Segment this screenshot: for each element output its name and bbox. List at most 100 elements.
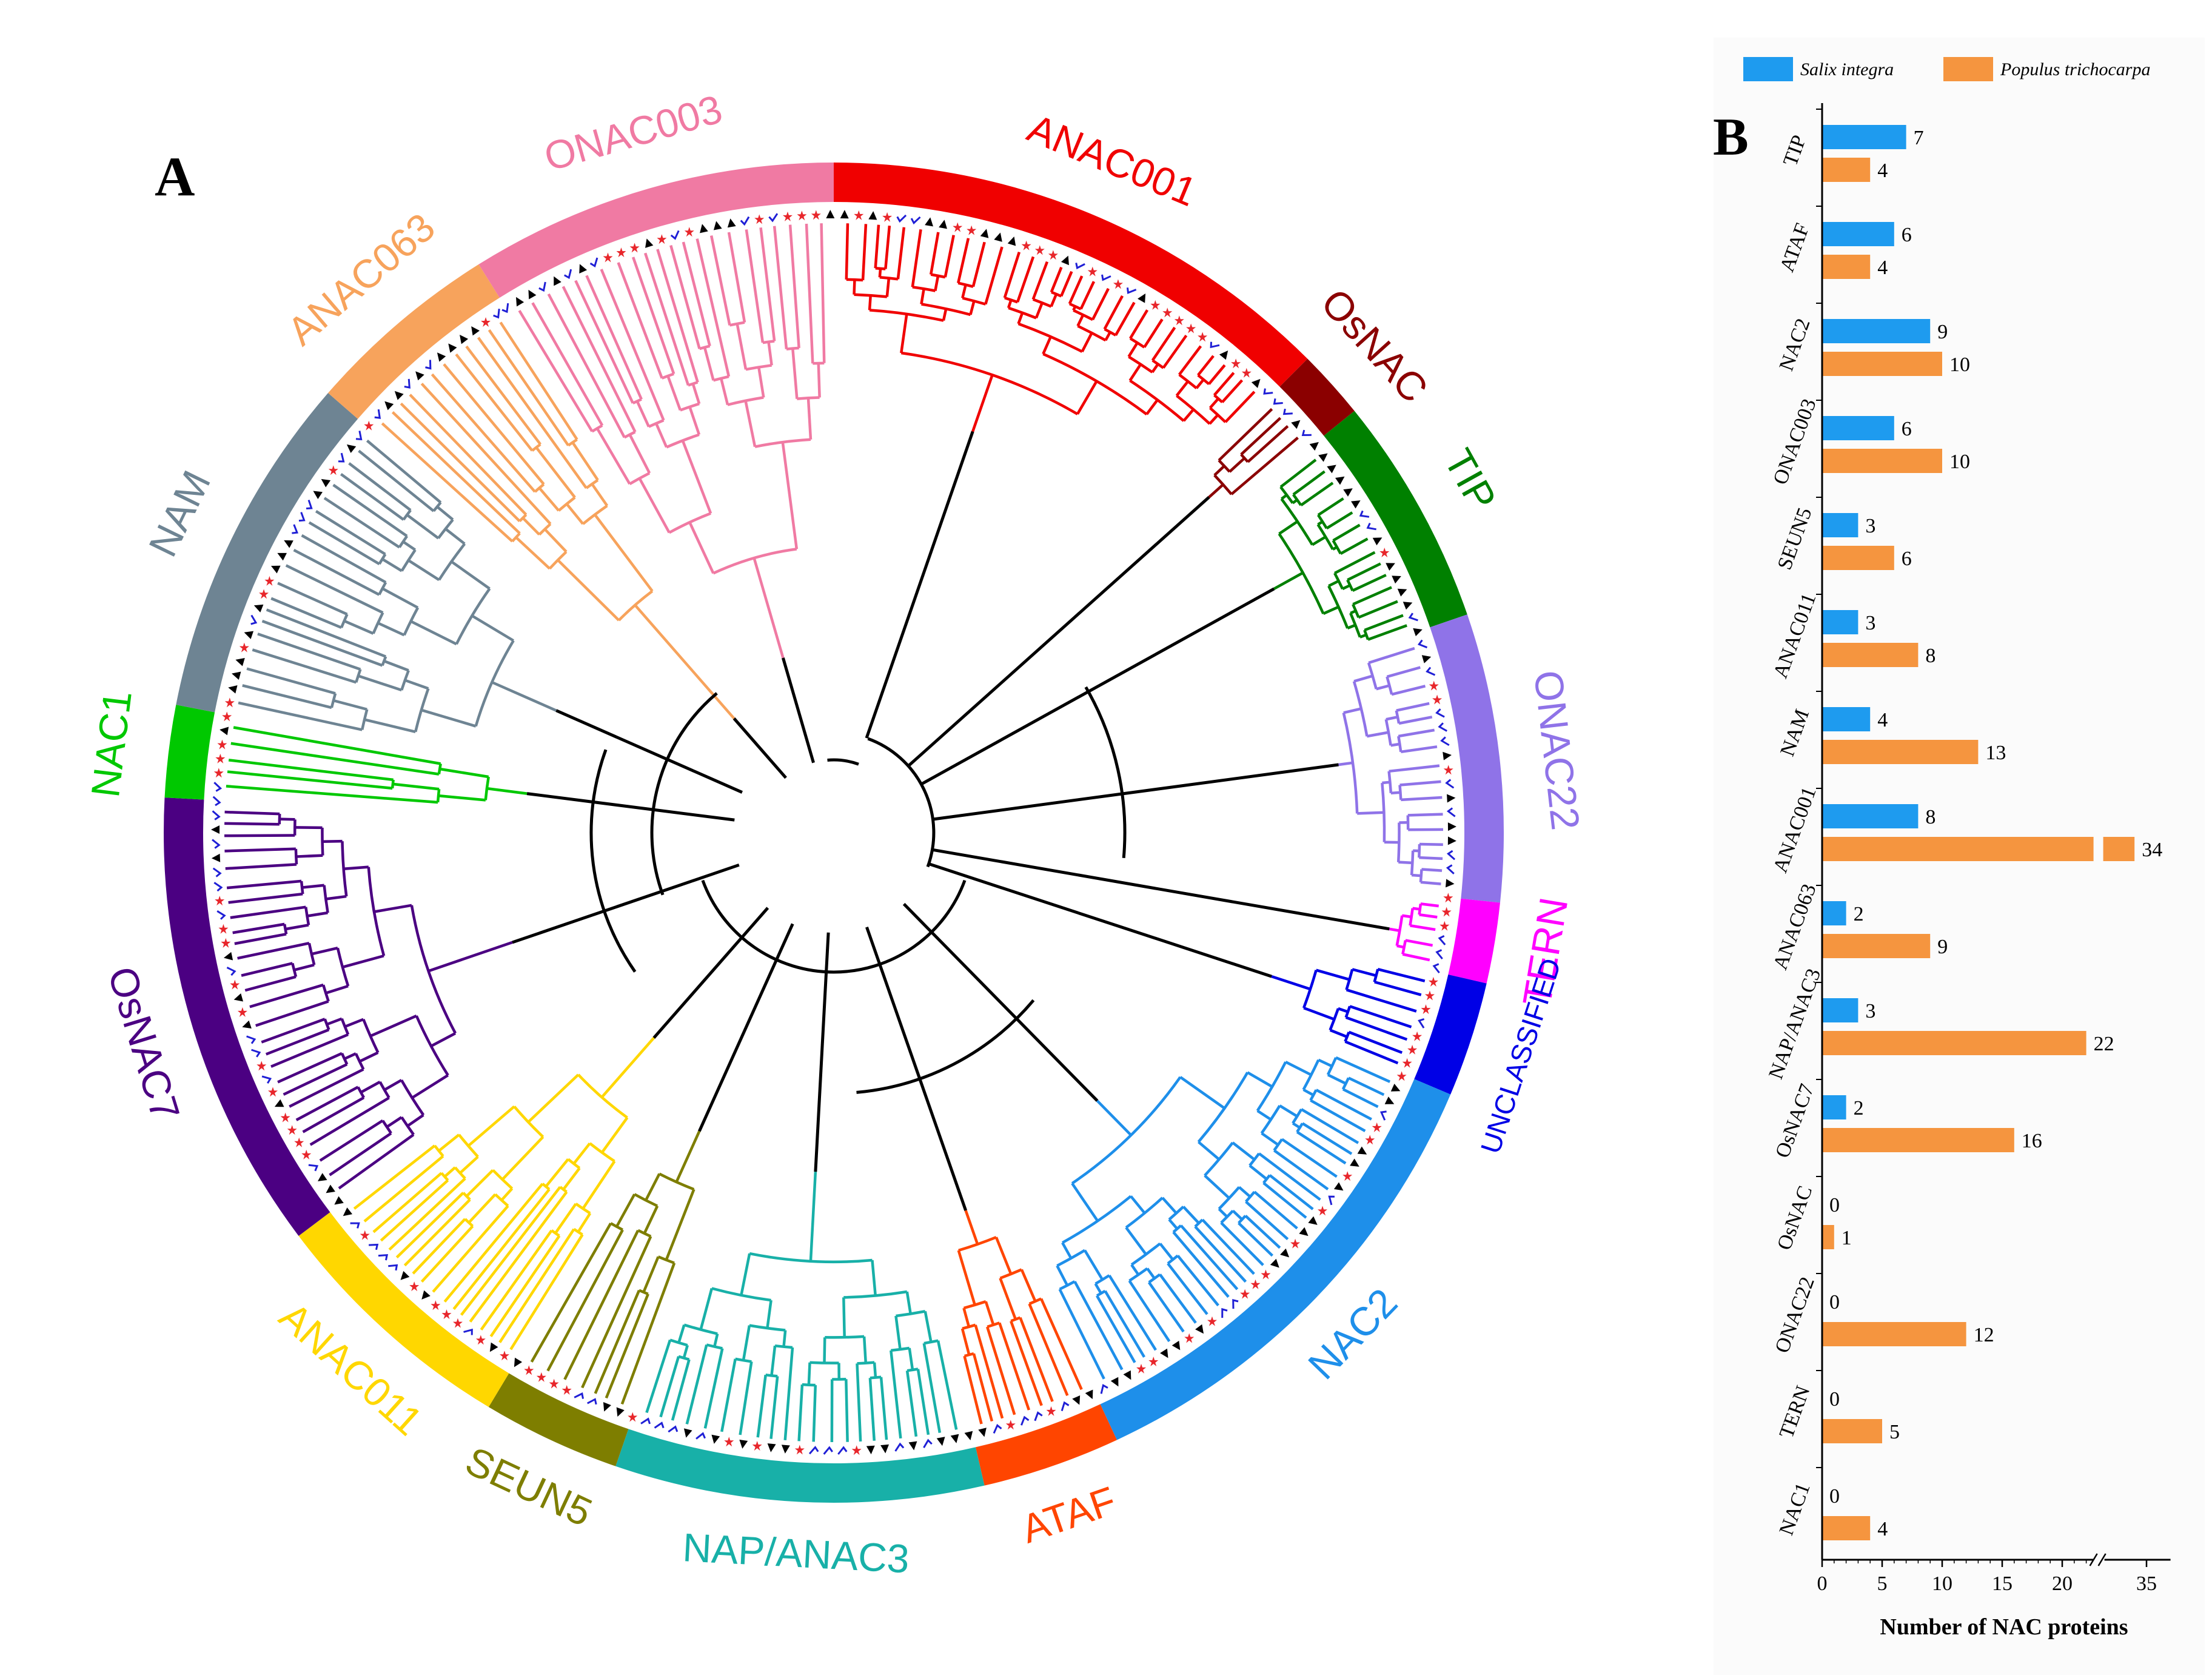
populus-marker [640,1417,651,1425]
backbone-stem [814,932,830,1172]
branch-terminal [1194,1226,1247,1283]
arabidopsis-marker [1171,1340,1181,1351]
populus-marker [1408,612,1418,622]
populus-marker [538,281,546,292]
branch-stem [1318,1058,1333,1068]
salix-marker [1162,307,1173,318]
branch-stem [285,924,309,931]
branch-stem [402,540,417,551]
branch-terminal [403,1198,471,1267]
clade-ring-segment [1430,614,1504,903]
populus-marker [1301,429,1312,437]
branch-terminal [261,1018,326,1044]
branch-stem [325,894,347,901]
branch-stem [1347,623,1356,629]
salix-marker [222,711,232,722]
salix-marker [1429,680,1439,691]
bar [1822,804,1919,828]
arabidopsis-marker [1138,293,1146,303]
branch-arc [668,512,711,534]
branch-terminal [1253,1190,1298,1230]
branch-stem [628,434,651,474]
branch-terminal [1352,574,1387,592]
bar [1822,837,2135,861]
branch-stem [817,363,821,398]
arabidopsis-marker [1318,453,1328,462]
branch-terminal [1344,1040,1399,1065]
branch-stem [1232,1141,1256,1161]
branch-arc [291,962,298,978]
arabidopsis-marker [1291,420,1301,429]
backbone-stem [555,709,743,794]
branch-terminal [1240,417,1282,456]
bar-value-label: 8 [1925,806,1936,828]
branch-terminal [1407,813,1443,817]
branch-stem [1151,363,1159,374]
branch-arc [774,1344,793,1349]
x-axis-title: Number of NAC proteins [1880,1614,2128,1640]
branch-stem [1104,331,1111,341]
salix-marker [215,896,225,906]
branch-terminal [1281,1138,1338,1178]
bar-value-label: 3 [1865,612,1875,634]
branch-arc [896,1310,926,1318]
branch-arc [1104,327,1117,337]
clade-ring [164,163,1504,1503]
branch-stem [343,619,374,635]
branch-terminal [1167,1263,1208,1315]
salix-marker [603,252,613,263]
branch-terminal [1399,780,1441,787]
branch-arc [1363,629,1370,640]
arabidopsis-marker [223,951,233,961]
populus-marker [216,910,226,920]
branch-stem [326,1017,343,1026]
branch-terminal [1391,685,1426,696]
salix-marker [1231,358,1241,369]
branch-arc [354,1053,365,1070]
salix-marker [431,1300,441,1311]
arabidopsis-marker [1384,1096,1395,1104]
arabidopsis-marker [528,289,537,300]
populus-marker [574,1392,585,1399]
branch-terminal [244,975,297,992]
branch-terminal [309,1096,390,1146]
arabidopsis-marker [1072,1395,1081,1405]
branch-stem [1386,716,1398,721]
branch-arc [400,670,410,691]
branch-stem [691,383,701,404]
branch-terminal [1028,1303,1069,1397]
arabidopsis-marker [235,658,245,666]
branch-terminal [1220,1221,1264,1266]
salix-marker [287,1125,297,1135]
backbone-stem [865,431,974,739]
clade-ring-segment [488,1373,629,1466]
branch-stem [1020,1269,1037,1302]
branch-stem [1238,1186,1252,1198]
branch-terminal [739,1361,753,1435]
branch-stem [720,378,729,406]
branch-stem [491,680,557,712]
branch-terminal [1040,1298,1083,1391]
arabidopsis-marker [1343,488,1353,497]
branch-arc [402,509,412,521]
arabidopsis-marker [232,671,241,680]
salix-marker [1439,921,1450,931]
branch-terminal [530,1223,612,1363]
branch-stem [301,884,324,889]
branch-terminal [868,1378,876,1441]
arabidopsis-marker [781,1445,790,1454]
branch-terminal [1335,1056,1391,1083]
bar-value-label: 10 [1949,451,1970,473]
arabidopsis-marker [1392,576,1401,584]
branch-stem [744,400,757,448]
branch-stem [642,1256,660,1293]
branch-arc [1213,394,1224,403]
branch-terminal [224,810,280,816]
arabidopsis-marker [616,1407,625,1417]
branch-terminal [1347,562,1381,582]
branch-stem [421,708,477,728]
branch-arc [1316,523,1335,551]
branch-terminal [685,1344,708,1425]
salix-marker [364,420,374,431]
arabidopsis-marker [384,401,394,411]
